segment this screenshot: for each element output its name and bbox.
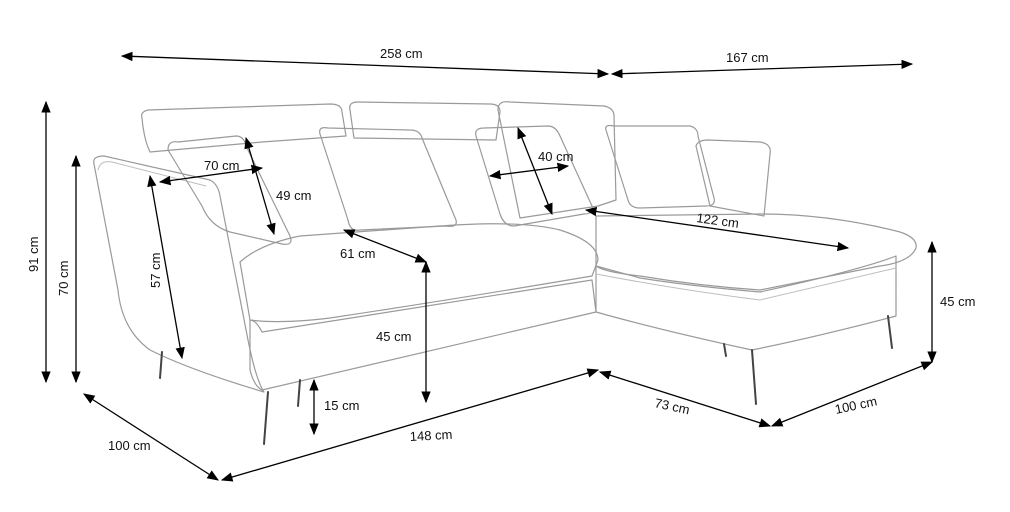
sofa-drawing (93, 101, 917, 445)
back-cushion-left (141, 103, 347, 153)
back-cushion-middle (349, 101, 501, 141)
chaise-base-edge (595, 267, 897, 301)
label-seat-height: 45 cm (376, 329, 411, 344)
leg-back-left (159, 351, 163, 379)
dim-line-small-cushion-b (488, 162, 570, 180)
leg-chaise-right (887, 315, 893, 349)
seat-cushion (239, 223, 599, 323)
chaise-base (595, 255, 897, 351)
leg-chaise-front (751, 349, 757, 405)
label-chaise-front: 73 cm (653, 395, 691, 417)
dimension-labels: 258 cm 167 cm 91 cm 70 cm 57 cm 70 cm 49… (26, 46, 975, 453)
scatter-cushion-chaise (605, 124, 715, 209)
label-seat-depth: 61 cm (340, 246, 375, 261)
scatter-cushion-left (167, 135, 292, 245)
label-total-height: 91 cm (26, 237, 41, 272)
dim-line-seat-depth (342, 229, 428, 263)
label-chaise-seat-height: 45 cm (940, 294, 975, 309)
dim-line-armrest-depth (147, 174, 185, 360)
chaise-seat-cushion (595, 213, 917, 291)
label-sofa-depth: 100 cm (108, 438, 151, 453)
dim-line-chaise-depth (770, 361, 934, 427)
leg-front-left (263, 391, 269, 445)
label-cushion-width: 70 cm (204, 158, 239, 173)
dim-line-chaise-width (610, 59, 914, 79)
chaise-armrest (695, 139, 771, 217)
label-total-width: 258 cm (380, 46, 423, 61)
dim-line-chaise-front (598, 370, 772, 428)
label-leg-height: 15 cm (324, 398, 359, 413)
label-armrest-height: 70 cm (56, 261, 71, 296)
label-chaise-length: 122 cm (696, 210, 740, 231)
dim-line-chaise-length (584, 206, 850, 252)
sofa-base-front (249, 279, 597, 391)
dim-line-front-length (220, 368, 600, 482)
dim-line-small-cushion-a (517, 126, 553, 216)
left-armrest (93, 155, 265, 393)
leg-front-middle (297, 379, 301, 407)
label-chaise-depth: 100 cm (834, 393, 879, 417)
leg-chaise-back (723, 343, 727, 357)
label-chaise-width: 167 cm (726, 50, 769, 65)
label-small-cushion: 40 cm (538, 149, 573, 164)
scatter-cushion-right (475, 125, 593, 227)
back-cushion-right (497, 101, 617, 219)
dim-line-sofa-depth (83, 393, 219, 481)
label-cushion-height: 49 cm (276, 188, 311, 203)
label-armrest-depth: 57 cm (148, 253, 163, 288)
left-armrest-inner (97, 161, 207, 187)
dim-line-total-width (120, 51, 610, 79)
dimension-lines (41, 51, 937, 482)
label-front-length: 148 cm (409, 427, 452, 444)
dim-line-cushion-height (244, 136, 276, 236)
scatter-cushion-middle (319, 127, 457, 231)
